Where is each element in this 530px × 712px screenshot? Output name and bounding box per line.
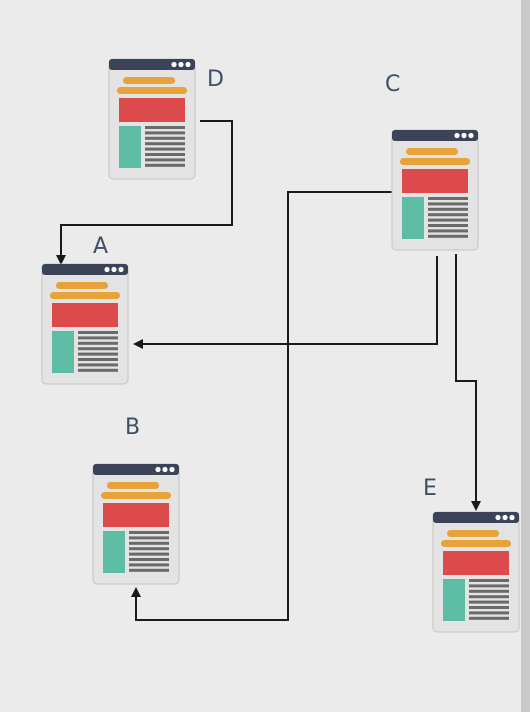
text-line xyxy=(469,606,509,609)
edge-d-to-a xyxy=(56,120,233,265)
text-line xyxy=(469,579,509,582)
titlebar-dot xyxy=(502,514,508,521)
text-line xyxy=(469,584,509,588)
header-bar xyxy=(117,87,187,94)
node-a-webpage-icon xyxy=(41,263,129,385)
node-b-webpage-icon xyxy=(92,463,180,585)
text-line xyxy=(469,589,509,593)
banner-block xyxy=(103,503,169,527)
node-e-webpage-icon xyxy=(432,511,520,633)
titlebar-dot xyxy=(185,61,191,68)
header-bar xyxy=(50,292,120,299)
banner-block xyxy=(402,169,468,193)
titlebar-dot xyxy=(495,514,501,521)
text-line xyxy=(78,352,118,356)
text-line xyxy=(145,126,185,129)
text-line xyxy=(78,331,118,334)
header-bar xyxy=(107,482,159,489)
text-line xyxy=(78,368,118,372)
text-line xyxy=(469,616,509,620)
nodes xyxy=(41,58,520,633)
node-label-b: B xyxy=(125,415,141,440)
text-line xyxy=(129,568,169,572)
text-line xyxy=(145,142,185,146)
node-label-d: D xyxy=(207,67,224,92)
text-line xyxy=(469,600,509,604)
edge-c-to-e xyxy=(455,254,481,511)
text-line xyxy=(78,336,118,340)
text-line xyxy=(129,541,169,545)
image-block xyxy=(119,126,141,168)
header-bar xyxy=(101,492,171,499)
header-bar xyxy=(400,158,470,165)
text-line xyxy=(428,207,468,211)
image-block xyxy=(52,331,74,373)
titlebar xyxy=(93,464,179,475)
text-line xyxy=(129,547,169,551)
edge-c-to-a xyxy=(133,256,438,349)
titlebar-dot xyxy=(461,132,467,139)
text-line xyxy=(428,224,468,227)
text-line xyxy=(78,363,118,367)
titlebar-dot xyxy=(454,132,460,139)
node-d-webpage-icon xyxy=(108,58,196,180)
text-line xyxy=(145,153,185,156)
text-line xyxy=(145,136,185,140)
titlebar-dot xyxy=(155,466,161,473)
titlebar xyxy=(109,59,195,70)
titlebar-dot xyxy=(162,466,168,473)
text-line xyxy=(129,536,169,540)
node-c-webpage-icon xyxy=(391,129,479,251)
header-bar xyxy=(56,282,108,289)
header-bar xyxy=(441,540,511,547)
text-line xyxy=(78,358,118,361)
text-line xyxy=(129,552,169,556)
text-line xyxy=(145,163,185,167)
image-block xyxy=(103,531,125,573)
node-label-c: C xyxy=(385,72,401,97)
titlebar xyxy=(42,264,128,275)
text-line xyxy=(428,197,468,200)
text-line xyxy=(428,229,468,233)
titlebar-dot xyxy=(111,266,117,273)
edge-c-to-b xyxy=(131,191,392,621)
text-line xyxy=(428,234,468,238)
header-bar xyxy=(406,148,458,155)
node-label-a: A xyxy=(93,234,109,259)
window-edge xyxy=(521,0,530,712)
titlebar-dot xyxy=(169,466,175,473)
titlebar-dot xyxy=(178,61,184,68)
titlebar xyxy=(392,130,478,141)
titlebar-dot xyxy=(118,266,124,273)
titlebar-dot xyxy=(509,514,515,521)
connectors xyxy=(56,120,481,621)
text-line xyxy=(145,131,185,135)
text-line xyxy=(78,347,118,351)
banner-block xyxy=(119,98,185,122)
titlebar-dot xyxy=(104,266,110,273)
image-block xyxy=(402,197,424,239)
titlebar-dot xyxy=(468,132,474,139)
text-line xyxy=(78,341,118,345)
banner-block xyxy=(443,551,509,575)
node-label-e: E xyxy=(423,476,437,501)
text-line xyxy=(469,595,509,599)
titlebar-dot xyxy=(171,61,177,68)
header-bar xyxy=(123,77,175,84)
text-line xyxy=(129,563,169,567)
text-line xyxy=(428,202,468,206)
banner-block xyxy=(52,303,118,327)
text-line xyxy=(428,218,468,222)
image-block xyxy=(443,579,465,621)
text-line xyxy=(469,611,509,615)
text-line xyxy=(129,531,169,534)
text-line xyxy=(129,558,169,561)
header-bar xyxy=(447,530,499,537)
text-line xyxy=(145,158,185,162)
text-line xyxy=(428,213,468,217)
titlebar xyxy=(433,512,519,523)
text-line xyxy=(145,147,185,151)
